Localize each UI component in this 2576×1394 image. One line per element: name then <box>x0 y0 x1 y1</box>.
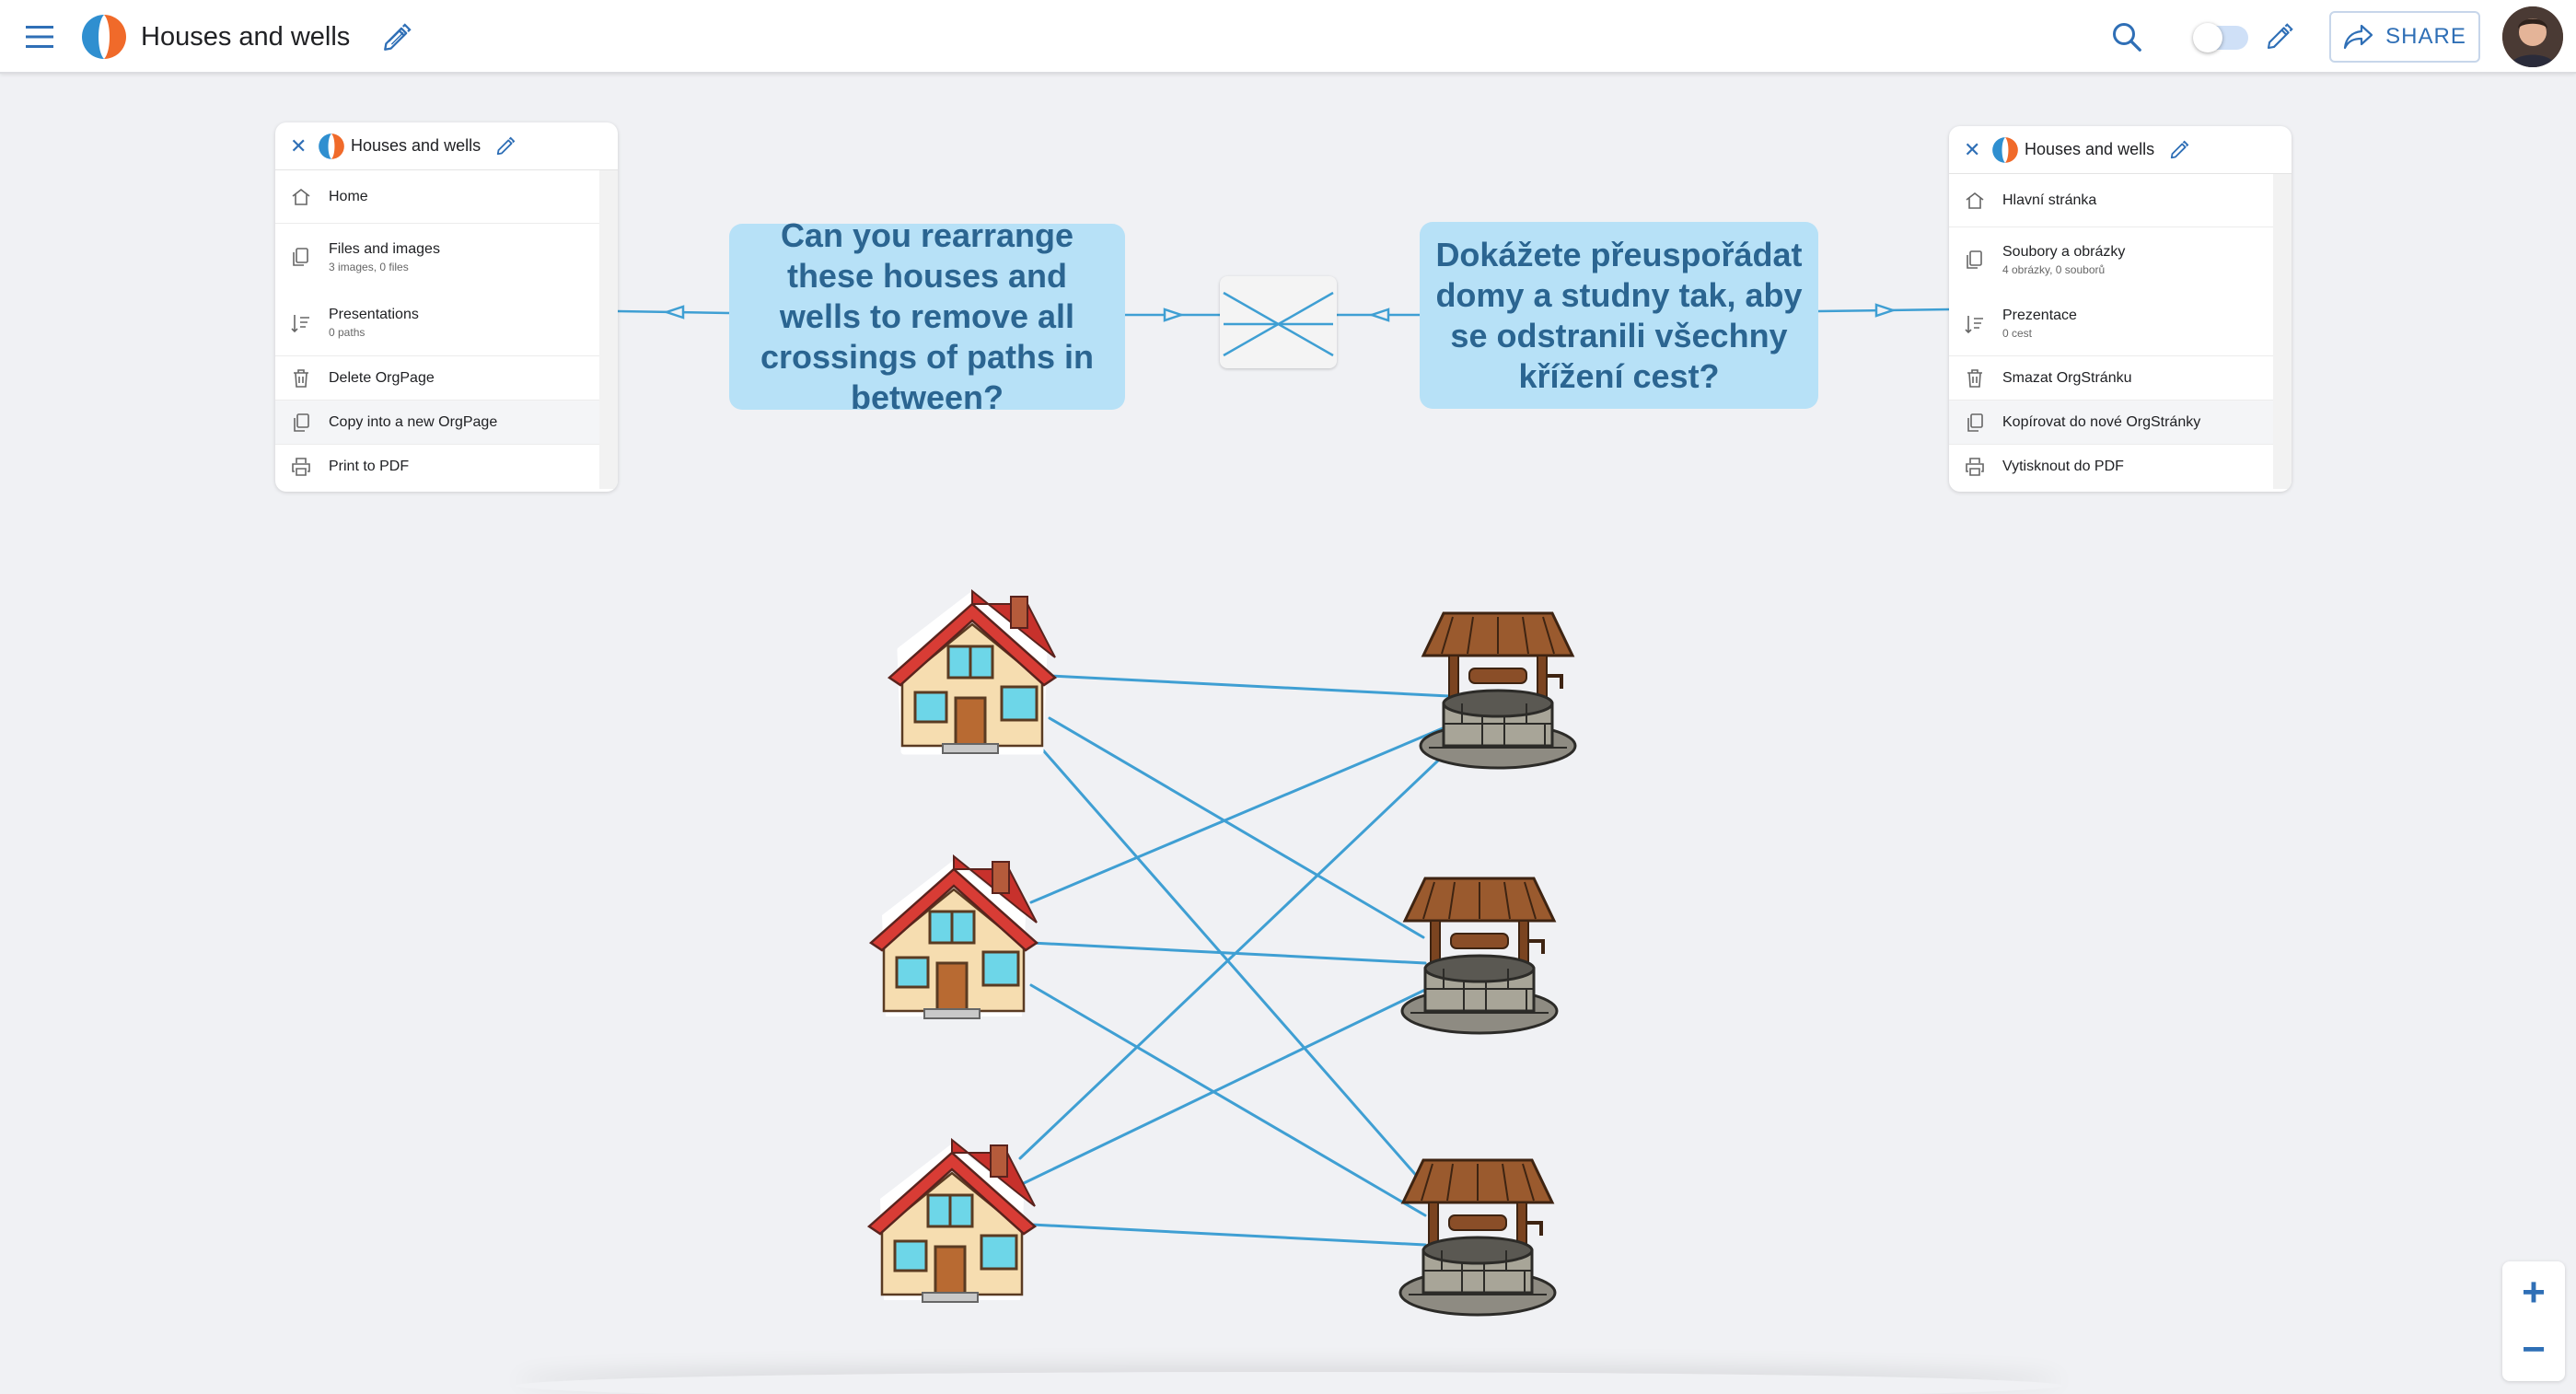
page-title: Houses and wells <box>141 22 351 52</box>
top-bar: Houses and wells SHARE <box>0 0 2576 74</box>
close-icon[interactable]: ✕ <box>1964 137 1981 161</box>
menu-item-delete[interactable]: Delete OrgPage <box>275 356 618 401</box>
menu-item-home[interactable]: Home <box>275 170 618 224</box>
edit-pencil-icon[interactable] <box>2169 140 2189 160</box>
menu-item-delete[interactable]: Smazat OrgStránku <box>1949 356 2292 401</box>
menu-card-title: Houses and wells <box>351 136 482 155</box>
edit-pencil-icon[interactable] <box>495 136 516 157</box>
menu-card-title: Houses and wells <box>2025 140 2155 158</box>
page-bottom-shadow <box>516 1372 2062 1394</box>
trash-icon <box>1967 368 1982 388</box>
menu-item-print[interactable]: Print to PDF <box>275 445 618 489</box>
home-icon <box>292 188 310 205</box>
toggle-knob <box>2193 23 2222 52</box>
zoom-in-button[interactable]: + <box>2522 1270 2546 1315</box>
connector-arrowhead <box>663 305 685 319</box>
trash-icon <box>294 368 308 388</box>
app-logo-icon[interactable] <box>81 13 127 61</box>
path-line <box>1018 759 1440 1160</box>
menu-card-english: ✕ Houses and wells Home Files and images… <box>275 122 618 492</box>
zoom-out-button[interactable]: − <box>2522 1327 2546 1372</box>
menu-item-print[interactable]: Vytisknout do PDF <box>1949 445 2292 489</box>
menu-card-czech: ✕ Houses and wells Hlavní stránka Soubor… <box>1949 126 2292 492</box>
share-button[interactable]: SHARE <box>2329 11 2480 63</box>
close-icon[interactable]: ✕ <box>290 134 307 157</box>
path-line <box>1029 1223 1427 1247</box>
well-image[interactable] <box>1396 1155 1560 1322</box>
house-image[interactable] <box>862 1138 1042 1306</box>
presentations-icon <box>1965 315 1983 333</box>
copy-icon <box>294 412 309 432</box>
question-bubble-english[interactable]: Can you rearrange these houses and wells… <box>729 216 1125 416</box>
path-line <box>1029 735 1429 1190</box>
path-line <box>1048 716 1425 939</box>
share-label: SHARE <box>2385 24 2466 49</box>
presentations-icon <box>291 314 309 332</box>
menu-item-copy[interactable]: Copy into a new OrgPage <box>275 401 618 445</box>
connector-arrowhead <box>1163 308 1185 322</box>
path-line <box>1029 724 1451 904</box>
house-image[interactable] <box>882 589 1062 757</box>
copy-icon <box>1967 412 1983 432</box>
edit-title-pencil-icon[interactable] <box>381 22 412 53</box>
menu-item-home[interactable]: Hlavní stránka <box>1949 174 2292 227</box>
files-icon <box>293 248 308 266</box>
printer-icon <box>292 458 310 476</box>
connector-arrowhead <box>1874 303 1897 318</box>
path-line <box>1048 674 1451 698</box>
well-image[interactable] <box>1416 608 1580 775</box>
path-line <box>1029 941 1427 965</box>
user-avatar[interactable] <box>2502 6 2563 67</box>
path-line <box>1020 987 1429 1186</box>
files-icon <box>1967 250 1982 269</box>
house-image[interactable] <box>864 854 1044 1022</box>
search-icon[interactable] <box>2110 20 2143 53</box>
printer-icon <box>1966 458 1984 476</box>
menu-card-header: ✕ Houses and wells <box>1949 126 2292 174</box>
edit-mode-pencil-icon <box>2267 23 2293 50</box>
crossing-diagram-card[interactable] <box>1220 276 1337 368</box>
hamburger-menu-icon[interactable] <box>26 24 53 50</box>
well-image[interactable] <box>1398 873 1561 1040</box>
app-logo-icon <box>1992 136 2018 163</box>
crossing-paths-icon <box>1223 291 1334 357</box>
menu-card-header: ✕ Houses and wells <box>275 122 618 170</box>
home-icon <box>1966 192 1984 209</box>
zoom-controls: + − <box>2502 1261 2565 1381</box>
menu-item-copy[interactable]: Kopírovat do nové OrgStránky <box>1949 401 2292 445</box>
edit-mode-toggle[interactable] <box>2193 23 2248 52</box>
connector-arrowhead <box>1368 308 1390 322</box>
path-line <box>1029 983 1427 1217</box>
question-bubble-czech[interactable]: Dokážete přeuspořádat domy a studny tak,… <box>1420 222 1818 409</box>
share-icon <box>2344 24 2373 50</box>
app-logo-icon <box>319 133 344 159</box>
